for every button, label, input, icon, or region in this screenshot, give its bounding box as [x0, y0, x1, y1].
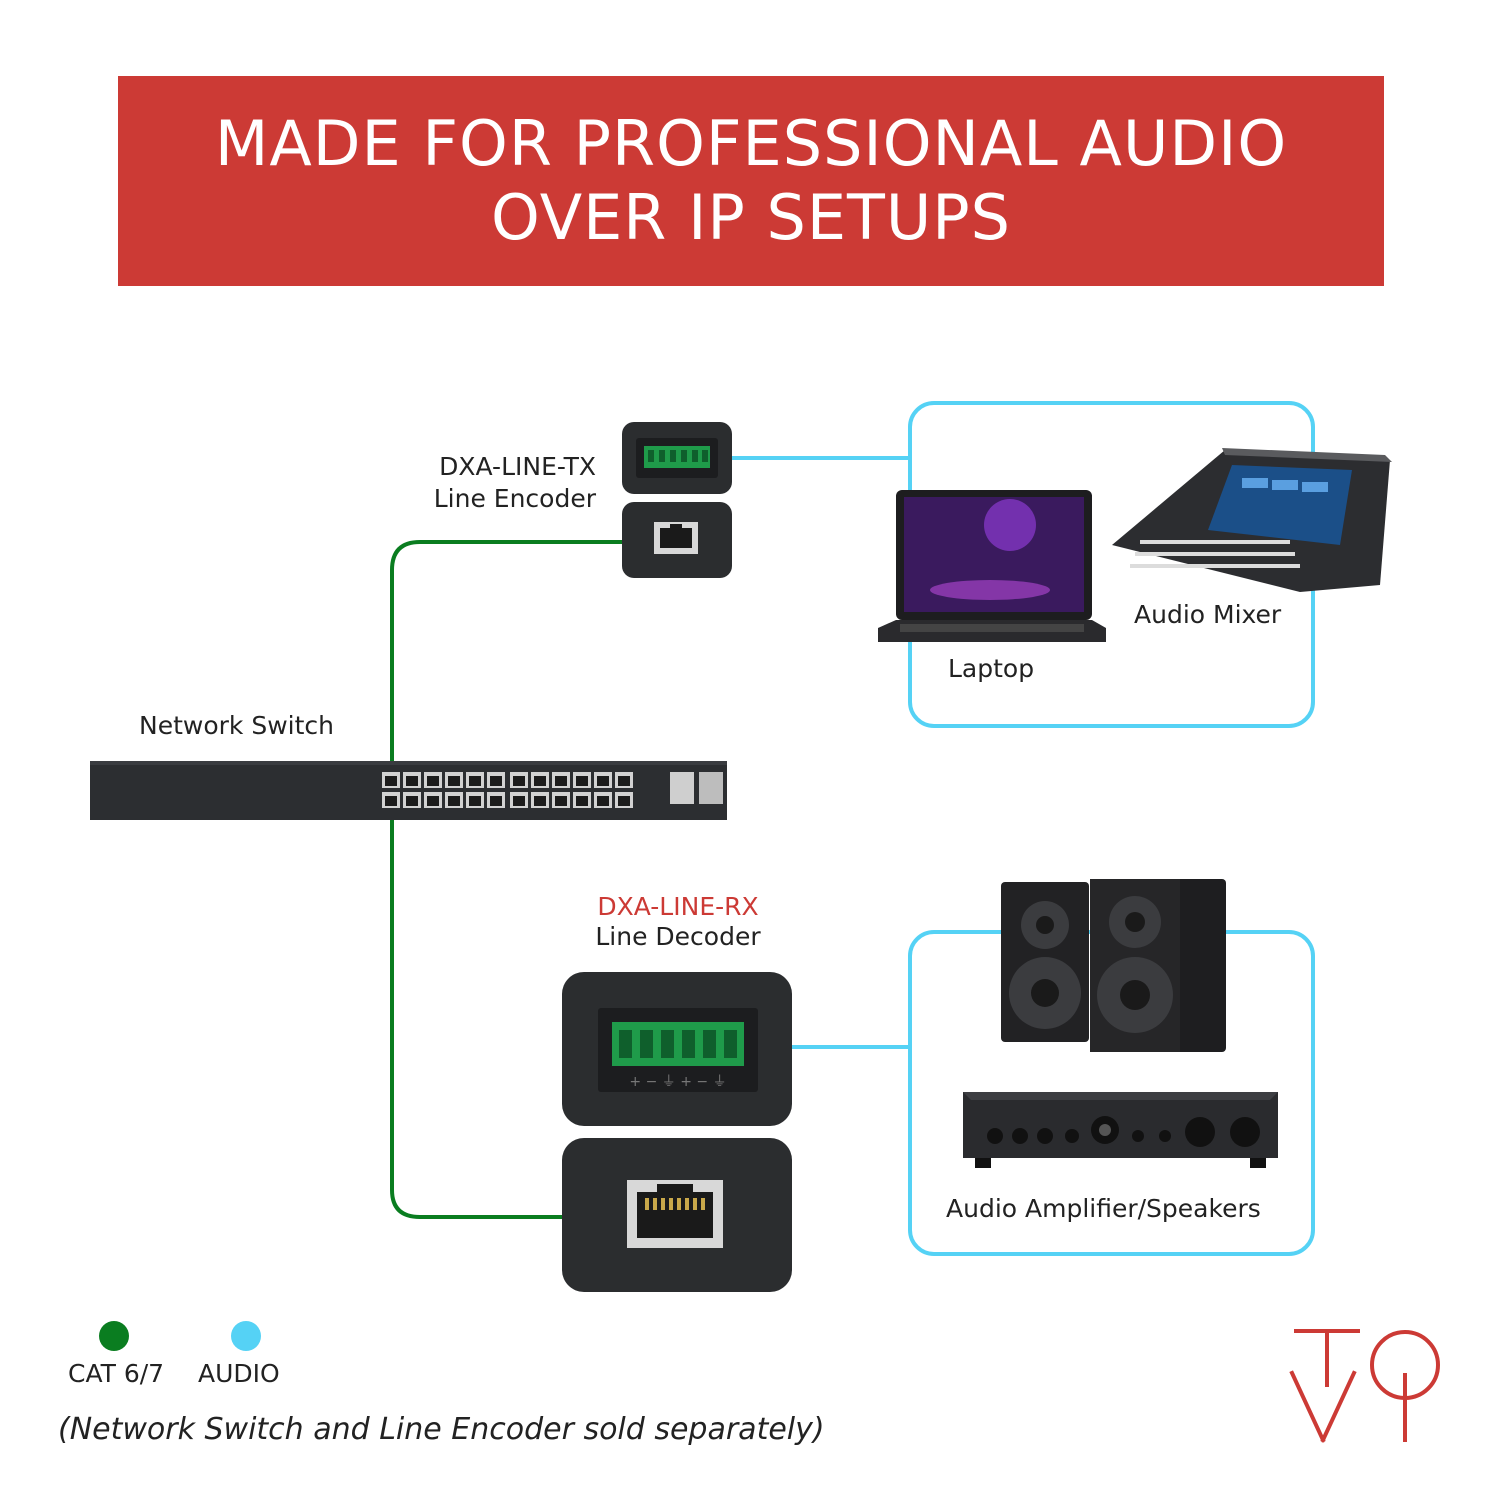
header-banner: MADE FOR PROFESSIONAL AUDIO OVER IP SETU… — [118, 76, 1384, 286]
switch-port-socket — [597, 776, 609, 786]
svg-text:+ − ⏚ + − ⏚: + − ⏚ + − ⏚ — [629, 1074, 726, 1090]
switch-port-socket — [597, 796, 609, 806]
switch-ports — [382, 772, 633, 808]
legend-cat-label: CAT 6/7 — [68, 1359, 165, 1388]
switch-port-socket — [469, 796, 481, 806]
switch-port-socket — [534, 796, 546, 806]
tx-encoder-bottom-unit — [622, 502, 732, 578]
legend-audio-dot — [231, 1321, 261, 1351]
switch-port-socket — [490, 796, 502, 806]
amplifier-device — [963, 1092, 1278, 1168]
tx-name-label: Line Encoder — [433, 484, 596, 513]
switch-port-socket — [513, 776, 525, 786]
rx-name-label: Line Decoder — [595, 922, 761, 951]
switch-port-socket — [534, 776, 546, 786]
audio-mixer-label: Audio Mixer — [1134, 600, 1282, 629]
header-title-line2: OVER IP SETUPS — [491, 181, 1011, 254]
legend-cat-dot — [99, 1321, 129, 1351]
rx-decoder-top-unit: + − ⏚ + − ⏚ — [562, 972, 792, 1126]
switch-port-socket — [618, 776, 630, 786]
switch-port-socket — [448, 776, 460, 786]
switch-port-socket — [555, 796, 567, 806]
switch-port-socket — [555, 776, 567, 786]
switch-port-socket — [448, 796, 460, 806]
amp-speakers-label: Audio Amplifier/Speakers — [946, 1194, 1261, 1223]
switch-port-socket — [618, 796, 630, 806]
rx-decoder-bottom-unit — [562, 1138, 792, 1292]
speakers-device — [1001, 879, 1226, 1052]
cat-cable-tx — [390, 540, 622, 765]
rx-model-label: DXA-LINE-RX — [597, 892, 759, 921]
switch-port-socket — [385, 796, 397, 806]
tx-model-label: DXA-LINE-TX — [439, 452, 596, 481]
switch-port-socket — [406, 796, 418, 806]
switch-port-socket — [576, 776, 588, 786]
switch-port-socket — [469, 776, 481, 786]
laptop-label: Laptop — [948, 654, 1035, 683]
network-switch-label: Network Switch — [139, 711, 334, 740]
header-title-line1: MADE FOR PROFESSIONAL AUDIO — [214, 107, 1288, 180]
switch-port-socket — [385, 776, 397, 786]
sold-separately-note: (Network Switch and Line Encoder sold se… — [58, 1412, 825, 1447]
switch-port-socket — [427, 776, 439, 786]
tx-encoder-top-unit — [622, 422, 732, 494]
cat-cable-rx — [390, 820, 562, 1219]
network-switch-device — [90, 761, 727, 820]
switch-port-socket — [406, 776, 418, 786]
tovi-logo — [1289, 1329, 1440, 1443]
audio-mixer-device — [1112, 448, 1392, 592]
switch-port-socket — [513, 796, 525, 806]
laptop-device — [878, 490, 1106, 642]
switch-port-socket — [427, 796, 439, 806]
legend-audio-label: AUDIO — [198, 1359, 280, 1388]
switch-port-socket — [576, 796, 588, 806]
switch-port-socket — [490, 776, 502, 786]
